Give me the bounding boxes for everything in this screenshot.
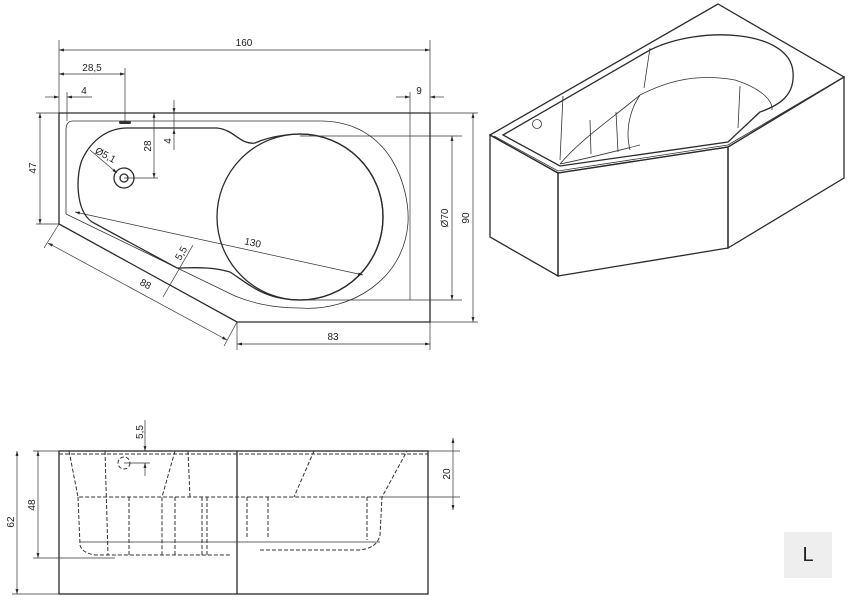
dim-slant-side: 88 xyxy=(138,277,153,292)
dim-length: 160 xyxy=(236,38,253,49)
iso-basin-inner xyxy=(559,77,773,165)
iso-front-panel xyxy=(557,146,729,277)
dim-depth: 48 xyxy=(27,499,38,511)
side-basin-dashed xyxy=(68,450,408,556)
dim-rim-height: 20 xyxy=(442,468,453,480)
isometric-view xyxy=(488,3,846,278)
dim-circle-diameter: Ø70 xyxy=(440,208,451,227)
dim-overflow-top: 5,5 xyxy=(135,425,146,439)
iso-front-left-panel xyxy=(489,133,559,278)
foot-circle xyxy=(216,133,384,301)
dim-diagonal: 130 xyxy=(243,236,262,250)
dim-line-88 xyxy=(47,242,228,341)
dim-overflow-depth: 28 xyxy=(143,140,154,152)
iso-right-panel xyxy=(727,75,845,250)
dim-bottom-length: 83 xyxy=(327,332,339,343)
dim-overflow-offset: 28,5 xyxy=(82,63,102,74)
variant-badge: L xyxy=(784,532,832,578)
rim-inner-edge xyxy=(65,120,409,309)
dim-height: 62 xyxy=(6,516,17,528)
iso-basin-rim xyxy=(501,34,794,167)
side-view: 5,5 20 48 62 xyxy=(6,420,460,595)
iso-overflow-hole xyxy=(532,119,542,129)
dim-line-130 xyxy=(74,211,364,276)
top-view-outline xyxy=(58,112,431,323)
side-view-outline xyxy=(58,450,429,595)
dim-width: 90 xyxy=(461,212,472,224)
dim-left-width: 47 xyxy=(28,162,39,174)
overflow-slot xyxy=(119,121,131,124)
dim-rim-right: 9 xyxy=(416,86,422,97)
dim-rim-top: 4 xyxy=(163,138,174,144)
dim-wall: 5,5 xyxy=(174,245,191,263)
top-view: 160 28,5 4 9 47 28 4 Ø5,1 Ø7 xyxy=(28,38,478,350)
basin-outline xyxy=(77,127,384,301)
dim-rim-left: 4 xyxy=(81,86,87,97)
